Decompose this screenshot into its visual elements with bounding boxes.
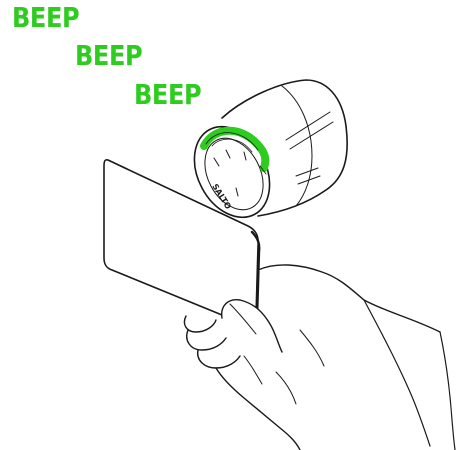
card-reader-illustration: SALTO [0, 0, 458, 450]
illustration-canvas: BEEP BEEP BEEP [0, 0, 458, 450]
